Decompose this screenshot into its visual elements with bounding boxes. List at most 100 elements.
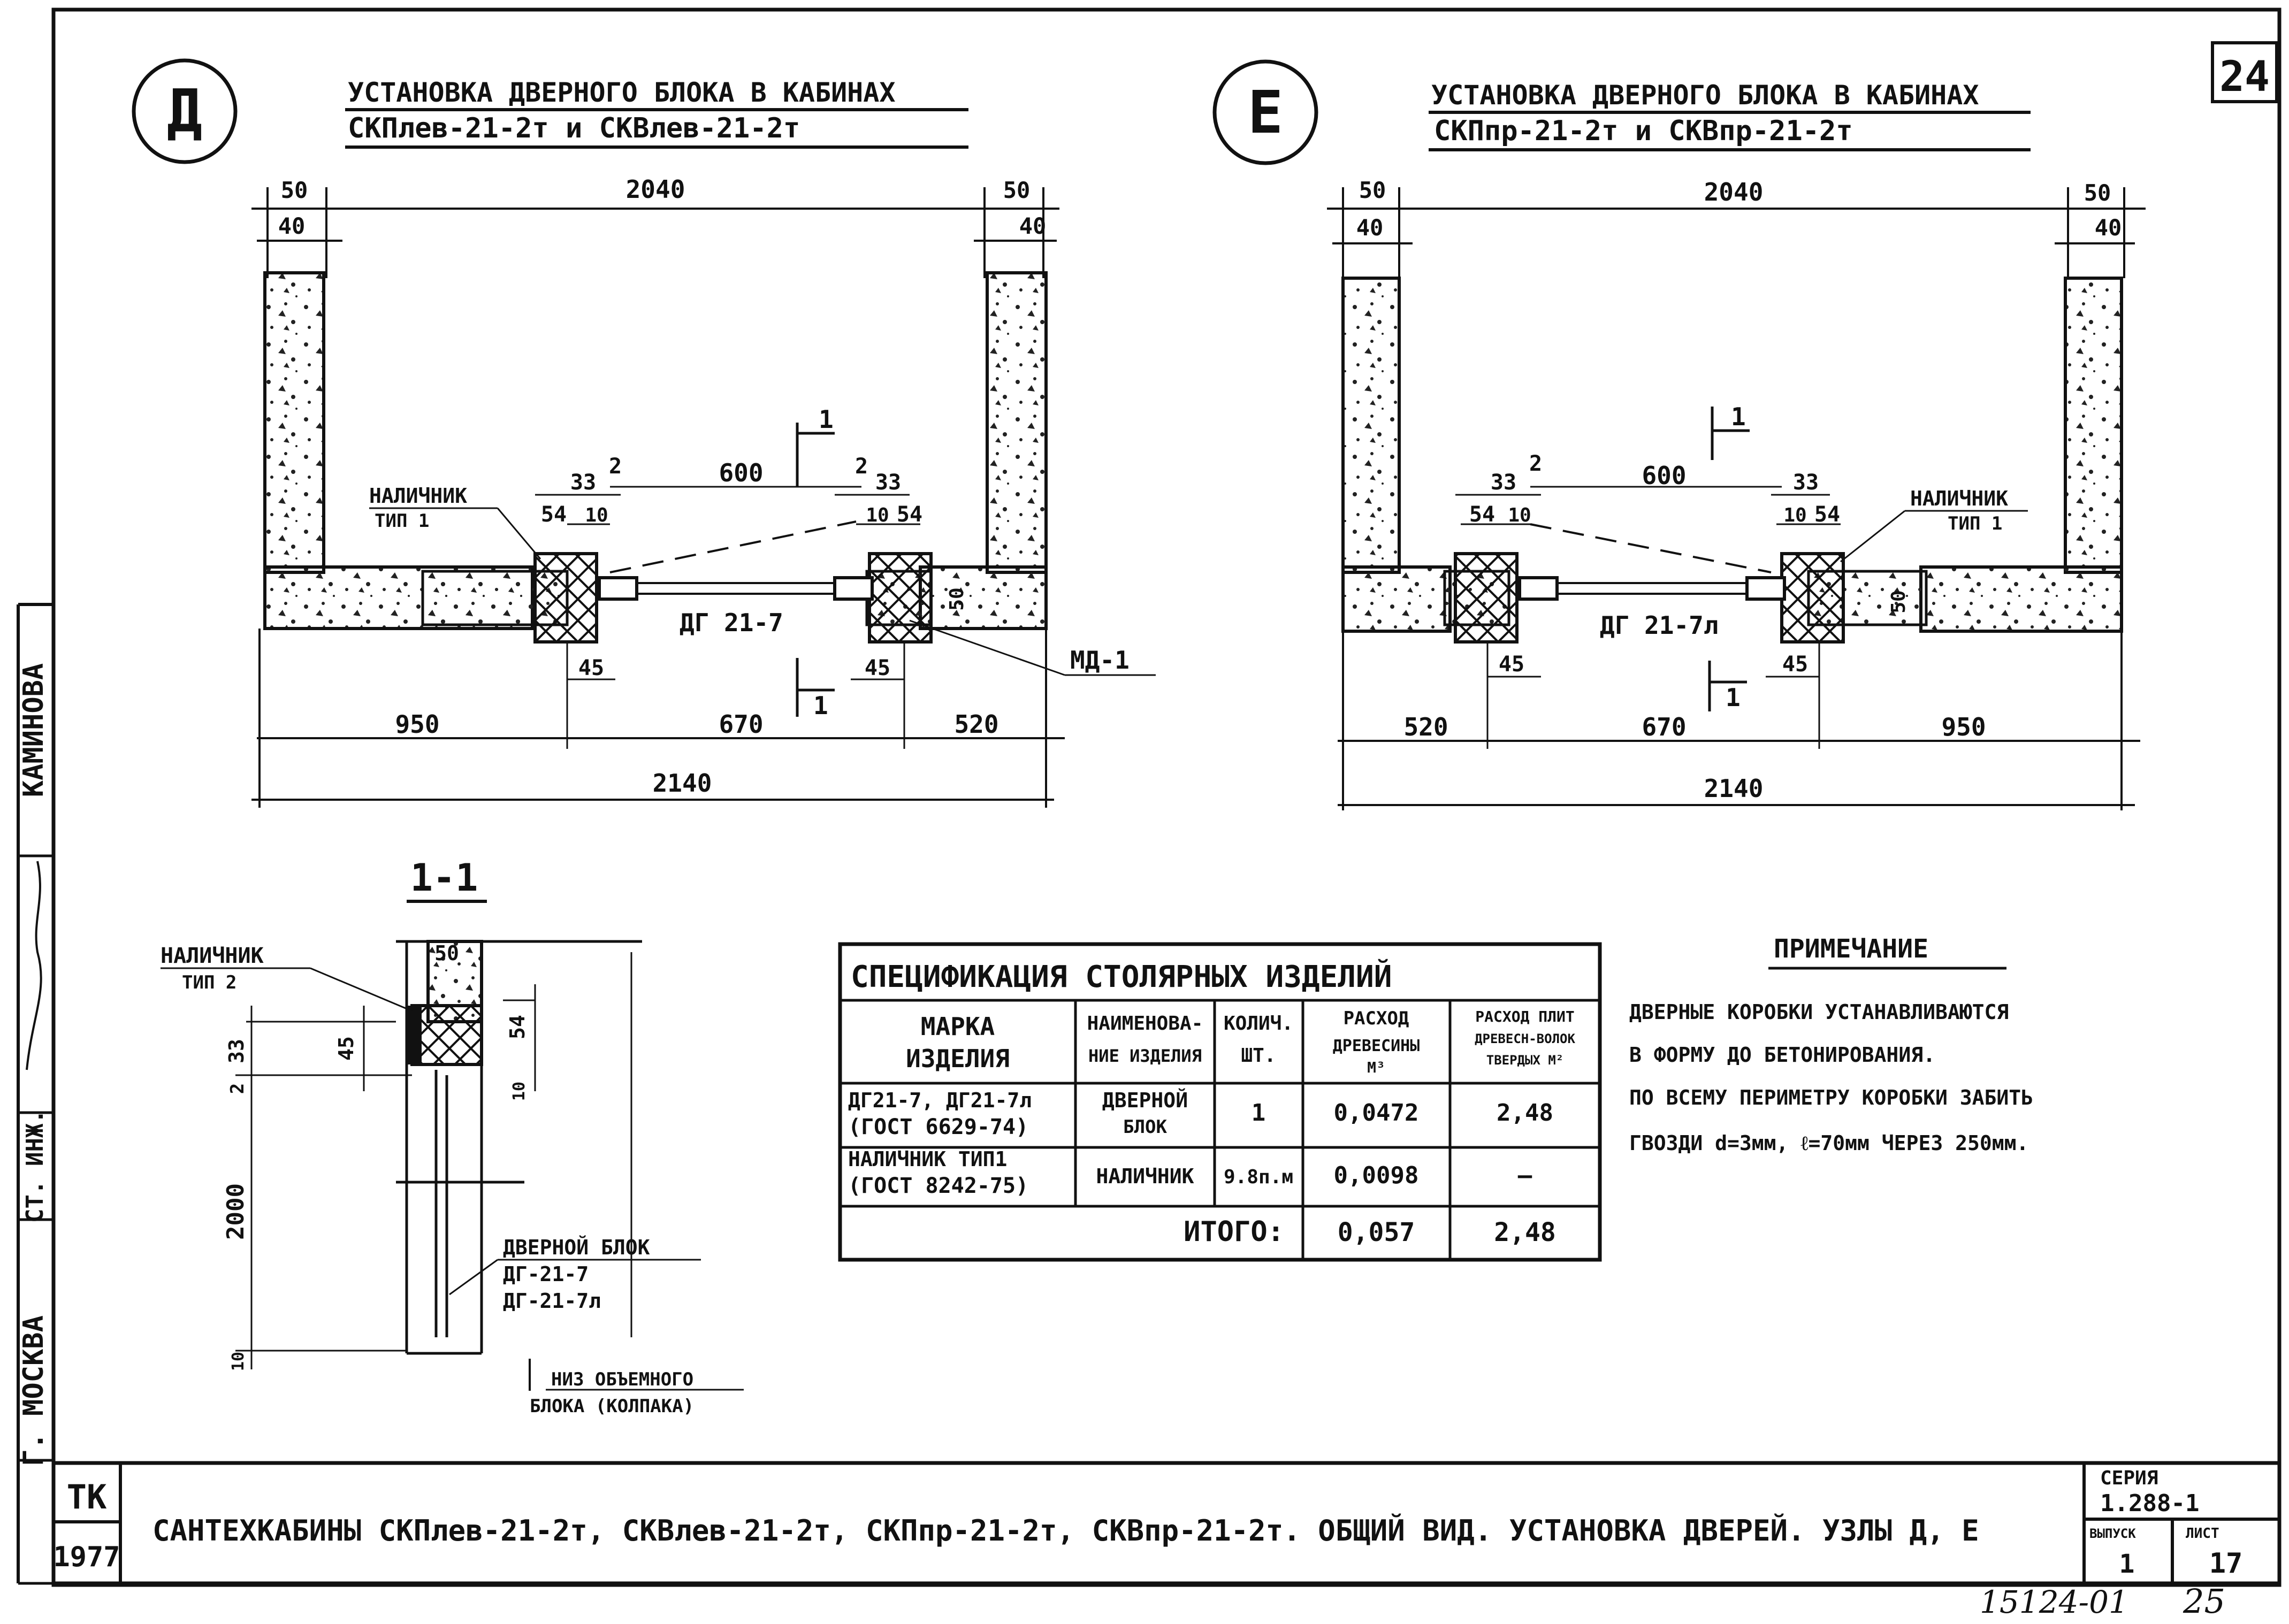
dim: 33 — [1793, 470, 1819, 495]
section-bottom-line1: НИЗ ОБЪЕМНОГО — [551, 1369, 693, 1390]
dim: 50 — [2084, 180, 2111, 206]
section-door-line2: ДГ-21-7 — [503, 1262, 589, 1286]
section-door-line1: ДВЕРНОЙ БЛОК — [503, 1236, 650, 1259]
dim: 50 — [1359, 177, 1386, 203]
stamp-title: САНТЕХКАБИНЫ СКПлев-21-2т, СКВлев-21-2т,… — [152, 1514, 1979, 1548]
header-wood: РАСХОД — [1344, 1008, 1409, 1029]
node-e-frames — [1454, 552, 1845, 644]
node-d-door-leaf — [609, 520, 857, 595]
title-stamp: ТК 1977 САНТЕХКАБИНЫ СКПлев-21-2т, СКВле… — [51, 1461, 2282, 1585]
total-wood: 0,057 — [1338, 1217, 1415, 1247]
dim: 950 — [395, 710, 439, 739]
note-block: ПРИМЕЧАНИЕ ДВЕРНЫЕ КОРОБКИ УСТАНАВЛИВАЮТ… — [1629, 934, 2033, 1155]
dim: 54 — [1814, 502, 1840, 527]
cell-mark: (ГОСТ 8242-75) — [848, 1174, 1028, 1198]
header-plates: ДРЕВЕСН-ВОЛОК — [1475, 1031, 1575, 1046]
header-plates: РАСХОД ПЛИТ — [1475, 1008, 1574, 1025]
node-d-door-label: ДГ 21-7 — [680, 608, 783, 637]
dim: 45 — [578, 656, 604, 680]
node-e: Е УСТАНОВКА ДВЕРНОГО БЛОКА В КАБИНАХ СКП… — [1212, 59, 2146, 810]
dim: 33 — [225, 1039, 248, 1063]
node-d-letter: Д — [167, 76, 202, 145]
stamp-year: 1977 — [53, 1541, 120, 1573]
section-door-line3: ДГ-21-7л — [503, 1289, 601, 1313]
dim: 520 — [954, 710, 998, 739]
dim: 40 — [1356, 215, 1384, 241]
bottom-page-number: 25 — [2183, 1582, 2225, 1621]
spec-table: СПЕЦИФИКАЦИЯ СТОЛЯРНЫХ ИЗДЕЛИЙ МАРКА ИЗД… — [838, 942, 1602, 1262]
dim: 54 — [1469, 502, 1495, 527]
dim: 670 — [1642, 713, 1686, 741]
total-label: ИТОГО: — [1184, 1216, 1284, 1248]
left-strip: Г. МОСКВА СТ. ИНЖ. КАМИНОВА — [18, 663, 50, 1466]
dim: 10 — [866, 504, 889, 526]
node-e-marker — [1212, 59, 1318, 165]
header-mark: ИЗДЕЛИЯ — [906, 1044, 1010, 1073]
section-mark-bottom: 1 — [1726, 683, 1741, 712]
dim: 45 — [1782, 652, 1808, 677]
header-name: НАИМЕНОВА- — [1087, 1013, 1203, 1035]
stamp-issue-value: 1 — [2119, 1549, 2135, 1579]
node-e-door-label: ДГ 21-7л — [1600, 611, 1719, 640]
dim: 2 — [227, 1083, 248, 1094]
signature — [26, 861, 42, 1070]
cell-wood: 0,0472 — [1334, 1099, 1419, 1127]
dim: 520 — [1403, 713, 1448, 741]
dim: 54 — [541, 502, 567, 527]
cell-qty: 1 — [1252, 1099, 1266, 1127]
cell-plates: 2,48 — [1497, 1099, 1553, 1127]
dim: 600 — [1642, 461, 1686, 490]
dim: 10 — [585, 504, 608, 526]
node-d-title: УСТАНОВКА ДВЕРНОГО БЛОКА В КАБИНАХ — [348, 77, 896, 108]
node-e-casing-label: НАЛИЧНИК — [1910, 487, 2008, 510]
dim: 10 — [510, 1082, 529, 1101]
section-mark-top: 1 — [1731, 402, 1746, 431]
header-qty: КОЛИЧ. — [1224, 1013, 1293, 1035]
cell-plates: — — [1518, 1162, 1532, 1189]
cell-mark: (ГОСТ 6629-74) — [848, 1115, 1028, 1139]
dim: 50 — [1003, 177, 1031, 203]
node-e-door-leaf — [1530, 523, 1772, 595]
section-mark-top: 1 — [819, 405, 834, 434]
stamp-issue-label: ВЫПУСК — [2089, 1526, 2136, 1541]
dim: 50 — [946, 587, 968, 610]
dim: 40 — [278, 213, 306, 239]
total-plates: 2,48 — [1494, 1217, 1556, 1247]
strip-city: Г. МОСКВА — [18, 1315, 50, 1466]
dim: 2 — [855, 454, 868, 479]
section-bottom-line2: БЛОКА (КОЛПАКА) — [530, 1396, 694, 1417]
dim: 45 — [865, 656, 890, 680]
strip-role: СТ. ИНЖ. — [21, 1109, 49, 1223]
dim: 54 — [506, 1015, 529, 1039]
node-e-subtitle: СКПпр-21-2т и СКВпр-21-2т — [1434, 115, 1853, 147]
section-casing-label: НАЛИЧНИК — [161, 944, 264, 968]
dim: 2040 — [1704, 178, 1764, 206]
node-d-subtitle: СКПлев-21-2т и СКВлев-21-2т — [348, 112, 800, 144]
node-d-casing-label: НАЛИЧНИК — [369, 484, 467, 508]
cell-name: ДВЕРНОЙ — [1102, 1089, 1188, 1112]
sheet-frame — [17, 7, 2282, 1587]
dim: 45 — [334, 1036, 358, 1061]
dim: 2 — [609, 454, 622, 479]
section-1-1: 1-1 50 НАЛИЧНИК ТИП 2 45 — [161, 856, 744, 1417]
strip-name: КАМИНОВА — [18, 663, 50, 797]
cell-mark: НАЛИЧНИК ТИП1 — [848, 1147, 1007, 1171]
dim: 40 — [2095, 215, 2122, 241]
note-line: ПО ВСЕМУ ПЕРИМЕТРУ КОРОБКИ ЗАБИТЬ — [1629, 1086, 2033, 1109]
node-e-letter: Е — [1248, 78, 1283, 147]
header-plates: ТВЕРДЫХ М² — [1486, 1053, 1564, 1068]
header-name: НИЕ ИЗДЕЛИЯ — [1088, 1046, 1202, 1066]
node-e-casing-type: ТИП 1 — [1948, 513, 2002, 534]
node-d-casing-type: ТИП 1 — [375, 510, 429, 532]
stamp-tk: ТК — [67, 1477, 107, 1516]
dim: 2 — [1529, 451, 1542, 476]
note-line: ДВЕРНЫЕ КОРОБКИ УСТАНАВЛИВАЮТСЯ — [1629, 1000, 2009, 1024]
dim: 50 — [281, 177, 308, 203]
dim: 33 — [570, 470, 596, 495]
stamp-sheet-label: ЛИСТ — [2186, 1526, 2219, 1542]
section-casing-type: ТИП 2 — [182, 972, 236, 993]
dim: 10 — [1508, 504, 1531, 526]
note-line: В ФОРМУ ДО БЕТОНИРОВАНИЯ. — [1629, 1043, 1935, 1067]
node-d: Д УСТАНОВКА ДВЕРНОГО БЛОКА В КАБИНАХ СКП… — [132, 58, 1156, 808]
